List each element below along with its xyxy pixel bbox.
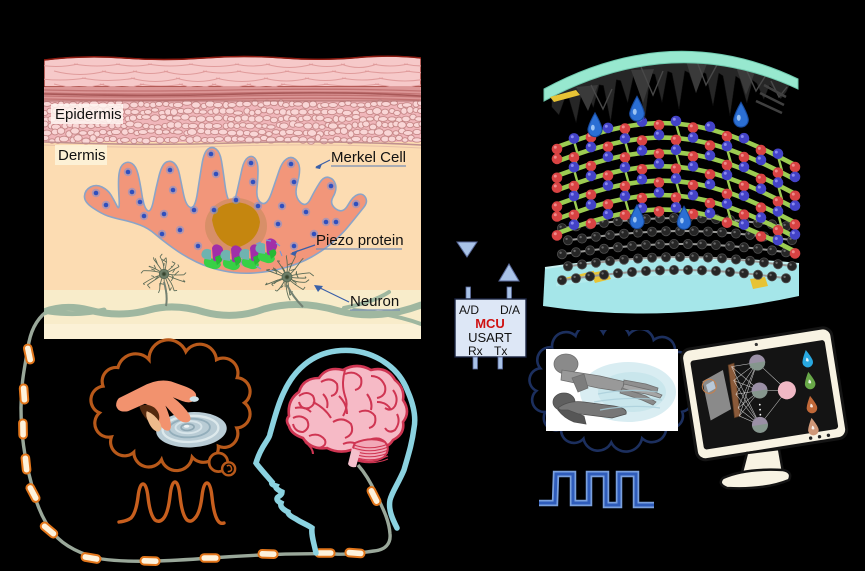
svg-text:USART: USART (468, 330, 512, 345)
svg-text:Piezo protein: Piezo protein (316, 232, 404, 249)
svg-text:Rx: Rx (468, 344, 483, 358)
svg-text:Neuron: Neuron (350, 293, 399, 310)
svg-text:D/A: D/A (500, 303, 520, 317)
svg-text:Epidermis: Epidermis (55, 106, 122, 123)
svg-text:MCU: MCU (475, 316, 505, 331)
svg-text:Dermis: Dermis (58, 147, 106, 164)
svg-text:A/D: A/D (459, 303, 479, 317)
svg-text:Tx: Tx (494, 344, 507, 358)
svg-text:Merkel Cell: Merkel Cell (331, 149, 406, 166)
